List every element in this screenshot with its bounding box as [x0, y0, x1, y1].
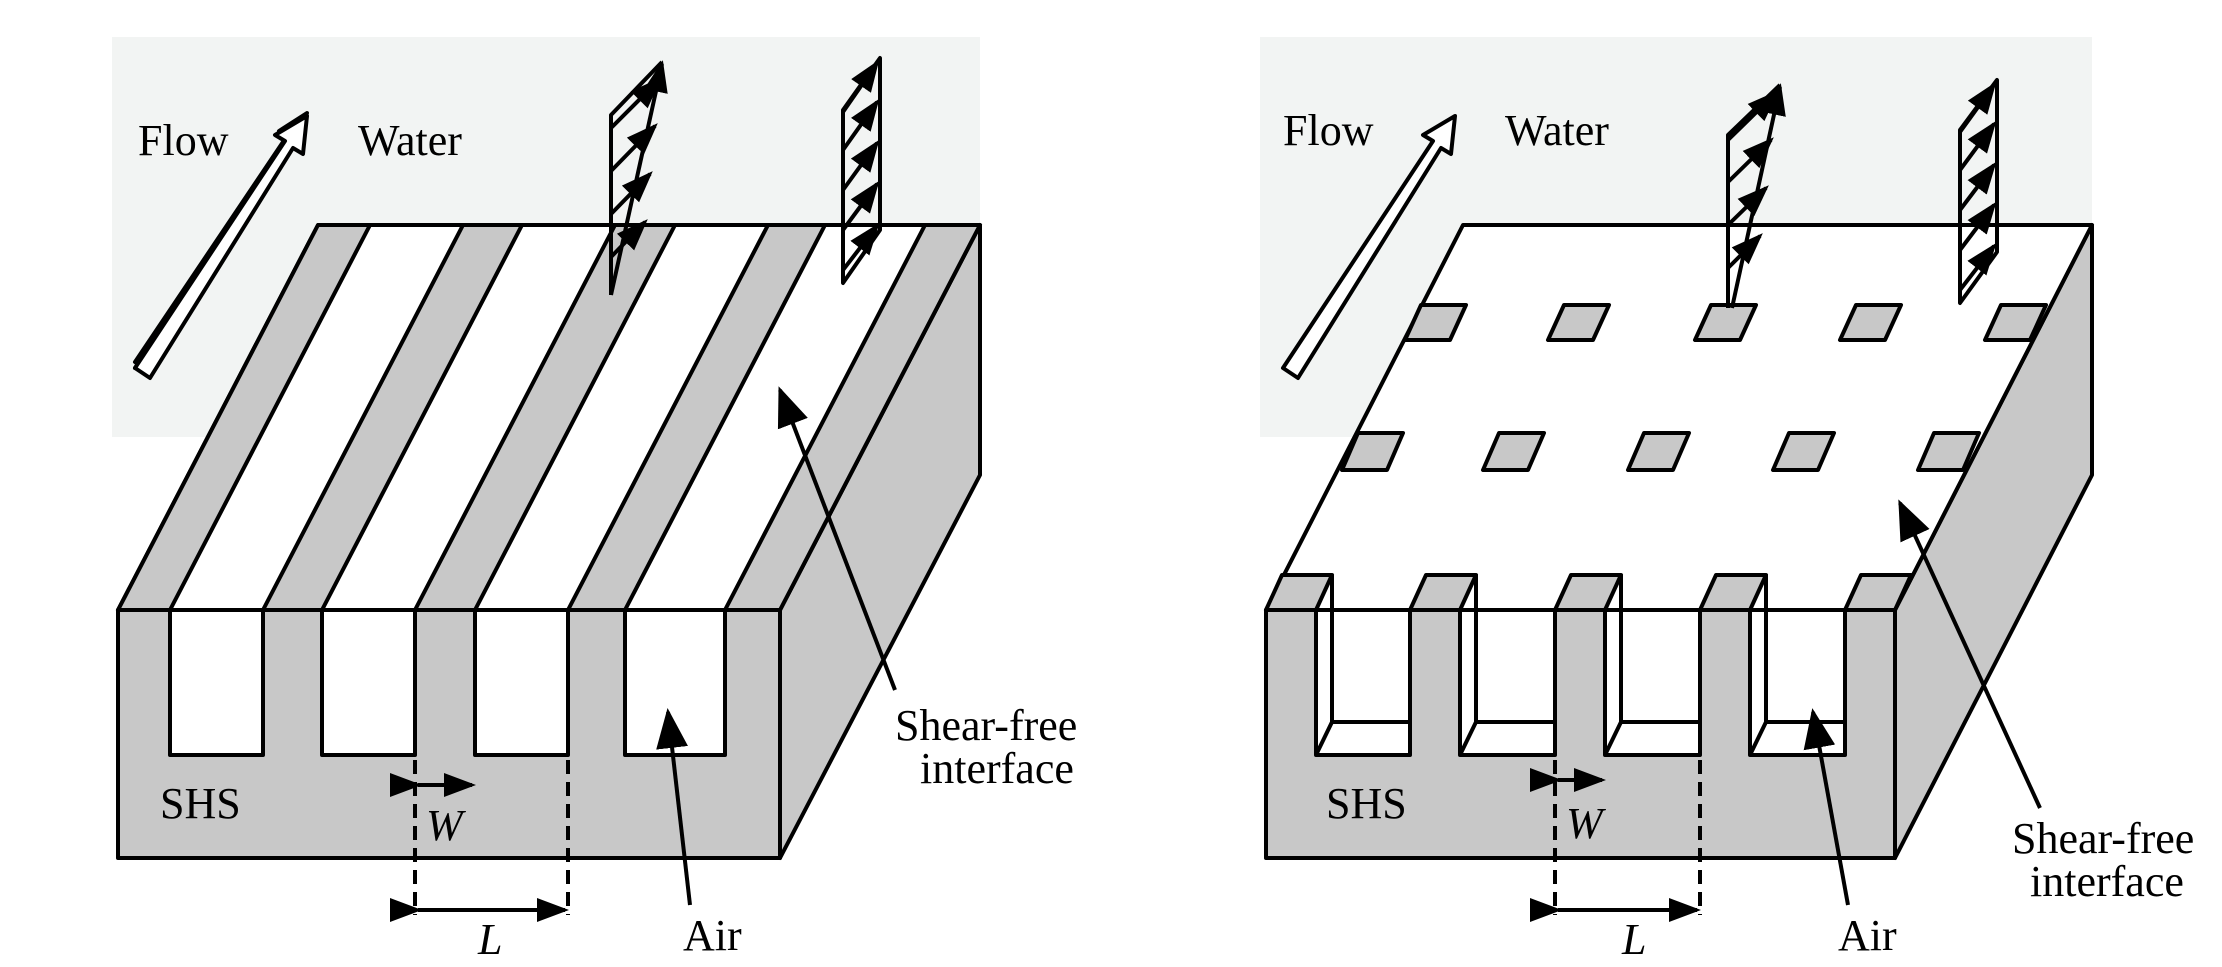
left-w-label: W: [426, 801, 466, 850]
right-cavity-depth-3: [1603, 575, 1700, 756]
right-post-top-8: [1626, 431, 1691, 472]
left-shear-free-line1: Shear-free: [895, 701, 1077, 750]
left-air-pointer: [656, 708, 692, 906]
right-post-top-5: [1983, 303, 2048, 342]
left-shear-free-line2: interface: [920, 744, 1074, 793]
right-post-top-4: [1838, 303, 1903, 342]
right-post-top-9: [1771, 431, 1836, 472]
right-velocity-profile-2: [1958, 78, 1999, 305]
right-panel: Flow Water SHS W L Air Shear-free interf…: [1260, 37, 2194, 964]
right-flow-label: Flow: [1283, 106, 1374, 155]
right-air-label: Air: [1838, 911, 1897, 960]
left-velocity-profile-1: [609, 60, 668, 296]
left-flow-arrow-shape: [133, 114, 309, 380]
left-shear-free-pointer: [777, 386, 897, 691]
left-shs-label: SHS: [160, 779, 241, 828]
left-velocity-profile-2: [841, 56, 882, 285]
right-post-top-2: [1546, 303, 1611, 342]
right-shear-free-line1: Shear-free: [2012, 814, 2194, 863]
right-air-pointer: [1803, 708, 1850, 906]
left-air-label: Air: [683, 911, 742, 960]
right-post-top-1: [1403, 303, 1468, 342]
right-post-top-10: [1916, 431, 1981, 472]
left-groove-1: [168, 608, 265, 757]
right-cavity-depth-1: [1314, 575, 1410, 756]
left-groove-4: [623, 608, 727, 757]
left-flow-label: Flow: [138, 116, 229, 165]
right-shs-label: SHS: [1326, 779, 1407, 828]
right-cavity-depth-2: [1458, 575, 1555, 756]
right-shear-free-pointer: [1898, 499, 2042, 809]
right-post-top-7: [1481, 431, 1546, 472]
left-panel: Flow Water SHS W L Air Shear-free interf…: [112, 37, 1077, 964]
right-post-top-3: [1693, 303, 1758, 342]
right-water-label: Water: [1505, 106, 1609, 155]
left-water-label: Water: [358, 116, 462, 165]
left-groove-3: [473, 608, 570, 757]
right-flow-arrow-icon: [1281, 114, 1457, 380]
right-post-top-6: [1340, 431, 1405, 472]
left-groove-2: [320, 608, 417, 757]
right-shear-free-line2: interface: [2030, 857, 2184, 906]
left-l-label: L: [477, 915, 502, 964]
right-l-label: L: [1621, 915, 1646, 964]
right-velocity-profile-1: [1726, 83, 1786, 309]
right-w-label: W: [1566, 799, 1606, 848]
